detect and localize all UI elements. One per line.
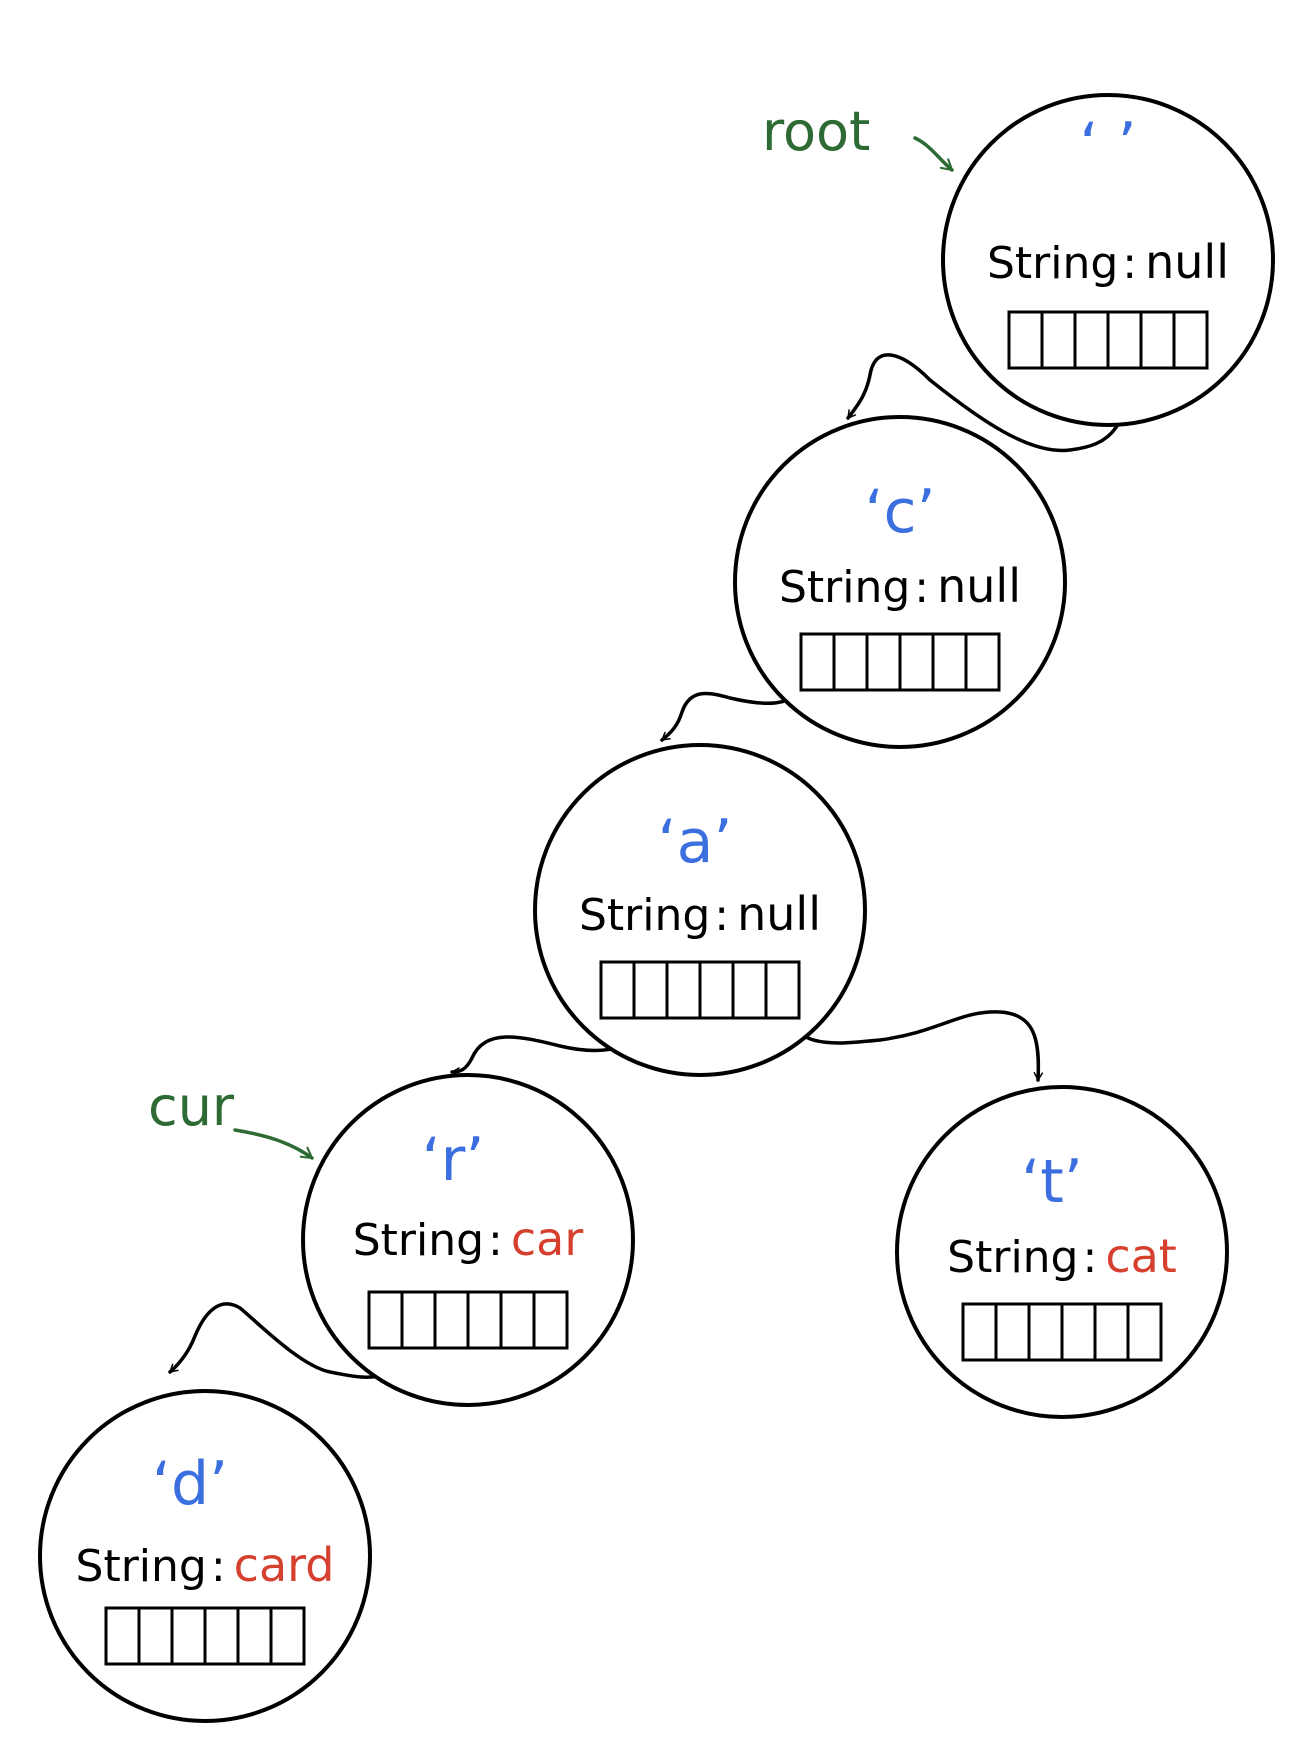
- child-slot: [964, 632, 1001, 692]
- child-slot: [1093, 1302, 1130, 1362]
- node-string-line: String:null: [987, 235, 1229, 289]
- child-slot: [367, 1290, 404, 1350]
- node-string-line: String:cat: [947, 1229, 1177, 1283]
- node-char: ‘d’: [152, 1449, 228, 1519]
- string-label: String: [779, 562, 910, 613]
- string-value: car: [511, 1212, 583, 1266]
- child-slot: [532, 1290, 569, 1350]
- child-slot: [269, 1606, 306, 1666]
- child-slot: [1139, 310, 1176, 370]
- string-label: String: [579, 890, 710, 941]
- child-slot: [1126, 1302, 1163, 1362]
- string-value: null: [737, 887, 821, 941]
- trie-node-c: ‘c’ String:null: [733, 415, 1067, 749]
- string-value: card: [234, 1538, 335, 1592]
- child-slot: [764, 960, 801, 1020]
- cur-pointer-label: cur: [148, 1075, 235, 1138]
- child-slot: [832, 632, 869, 692]
- trie-node-t: ‘t’ String:cat: [895, 1085, 1229, 1419]
- node-string-line: String:car: [353, 1212, 584, 1266]
- child-slot: [236, 1606, 273, 1666]
- child-slot: [137, 1606, 174, 1666]
- child-slot: [994, 1302, 1031, 1362]
- node-char: ‘ ’: [1079, 110, 1136, 180]
- child-slot: [433, 1290, 470, 1350]
- child-slot: [599, 960, 636, 1020]
- child-slot: [1106, 310, 1143, 370]
- string-label: String: [947, 1232, 1078, 1283]
- child-slot: [104, 1606, 141, 1666]
- root-pointer-label: root: [762, 100, 870, 163]
- string-label: String: [987, 238, 1118, 289]
- trie-node-root: ‘ ’ String:null: [941, 93, 1275, 427]
- child-slot: [931, 632, 968, 692]
- child-slot: [499, 1290, 536, 1350]
- child-slot: [170, 1606, 207, 1666]
- trie-node-a: ‘a’ String:null: [533, 743, 867, 1077]
- child-slot: [632, 960, 669, 1020]
- children-array: [1007, 310, 1209, 370]
- child-slot: [961, 1302, 998, 1362]
- child-slot: [1073, 310, 1110, 370]
- node-char: ‘t’: [1021, 1147, 1083, 1217]
- pointer-arrows: [233, 136, 954, 1160]
- child-slot: [203, 1606, 240, 1666]
- child-slot: [1040, 310, 1077, 370]
- child-slot: [466, 1290, 503, 1350]
- string-value: null: [1145, 235, 1229, 289]
- node-char: ‘c’: [864, 477, 935, 547]
- children-array: [367, 1290, 569, 1350]
- child-slot: [698, 960, 735, 1020]
- node-string-line: String:null: [579, 887, 821, 941]
- child-slot: [400, 1290, 437, 1350]
- child-slot: [731, 960, 768, 1020]
- node-char: ‘r’: [422, 1125, 485, 1195]
- child-slot: [1007, 310, 1044, 370]
- string-label: String: [353, 1215, 484, 1266]
- children-array: [104, 1606, 306, 1666]
- child-slot: [665, 960, 702, 1020]
- children-array: [599, 960, 801, 1020]
- child-slot: [898, 632, 935, 692]
- trie-node-d: ‘d’ String:card: [38, 1389, 372, 1723]
- edge-a-to-t: [783, 998, 1044, 1082]
- edge-c-to-a: [660, 678, 812, 742]
- edge-root-to-c: [846, 343, 1134, 453]
- child-slot: [1027, 1302, 1064, 1362]
- node-string-line: String:card: [76, 1538, 335, 1592]
- trie-node-r: ‘r’ String:car: [301, 1073, 635, 1407]
- root-pointer-arrow: [913, 136, 954, 172]
- string-label: String: [76, 1541, 207, 1592]
- node-char: ‘a’: [658, 807, 733, 877]
- string-value: null: [937, 559, 1021, 613]
- string-value: cat: [1105, 1229, 1177, 1283]
- child-slot: [1060, 1302, 1097, 1362]
- children-array: [961, 1302, 1163, 1362]
- child-slot: [865, 632, 902, 692]
- children-array: [799, 632, 1001, 692]
- cur-pointer-arrow: [233, 1128, 314, 1160]
- child-slot: [1172, 310, 1209, 370]
- child-slot: [799, 632, 836, 692]
- node-string-line: String:null: [779, 559, 1021, 613]
